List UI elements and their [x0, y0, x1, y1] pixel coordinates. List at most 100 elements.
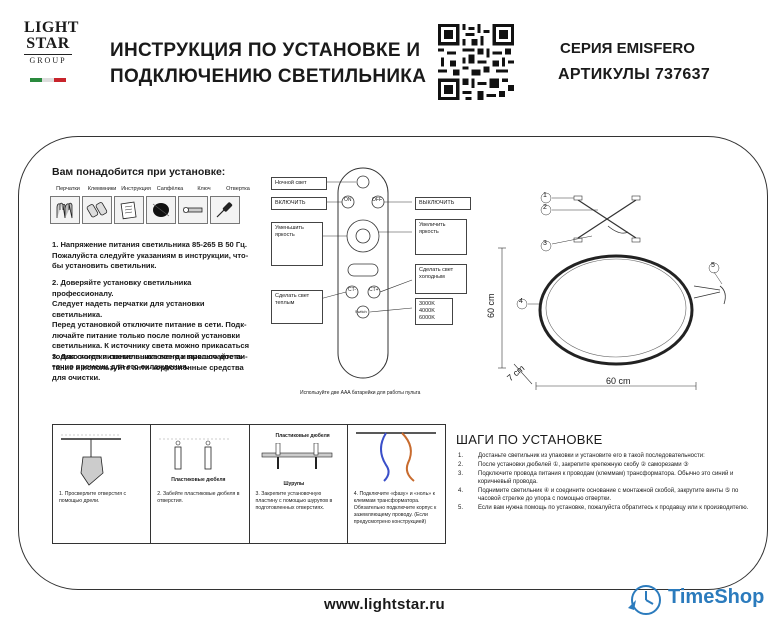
- instruction-line: Следует надеть перчатки для установки св…: [52, 299, 205, 319]
- step-2-cell: Пластиковые дюбеля 2. Забейте пластиковы…: [151, 425, 250, 543]
- btn-switch-text: Switch: [355, 309, 367, 314]
- label-dim-up: Увеличить яркость: [415, 219, 467, 255]
- lightstar-logo: LIGHT STAR GROUP: [24, 19, 79, 90]
- step-3-text: 3. Закрепите установочную пластину с пом…: [255, 491, 333, 511]
- tool-label: Клеммники: [87, 186, 117, 192]
- label-cold-light: Сделать свет холодным: [415, 264, 467, 294]
- step-number: 2.: [458, 462, 464, 468]
- callout-3: 3: [543, 240, 547, 247]
- step-number: 4.: [458, 488, 464, 494]
- gloves-icon: [50, 196, 80, 224]
- instruction-line: Пожалуйста следуйте указаниям в инструкц…: [52, 250, 249, 260]
- instruction-line: для очистки.: [52, 373, 101, 382]
- callout-2: 2: [543, 204, 547, 211]
- logo-line-1: LIGHT: [24, 19, 79, 36]
- series-label: СЕРИЯ EMISFERO: [560, 40, 695, 57]
- instruction-3: 3. Для очистки светильника всегда выключ…: [52, 352, 252, 384]
- btn-off-text: OFF: [372, 197, 382, 203]
- instruction-line: тание и используйте анти-коррозионные ср…: [52, 362, 244, 372]
- btn-ct-plus-text: CT+: [369, 287, 379, 293]
- step-3-label: Пластиковые дюбеля: [275, 433, 330, 439]
- temp-value: 6000K: [419, 315, 435, 321]
- list-item: 2. После установки дюбелей ①, закрепите к…: [458, 461, 758, 469]
- instruction-line: Перед установкой отключите питание в сет…: [52, 320, 247, 329]
- website-link[interactable]: www.lightstar.ru: [324, 596, 445, 613]
- dimension-width: 60 cm: [606, 376, 631, 386]
- step-2-text: 2. Забейте пластиковые дюбеля в отверсти…: [157, 491, 240, 504]
- instruction-line: только когда питание выключено и прошло …: [52, 351, 244, 361]
- tool-label: Инструкция: [121, 186, 151, 192]
- tool-icons: [50, 196, 240, 224]
- brush-icon: [146, 196, 176, 224]
- installation-steps-panel: 1. Просверлите отверстия с помощью дрели…: [52, 424, 446, 544]
- list-item: 1. Достаньте светильник из упаковки и уст…: [458, 452, 758, 460]
- title-line-1: ИНСТРУКЦИЯ ПО УСТАНОВКЕ И: [110, 40, 421, 61]
- step-4-cell: 4. Подключите «фазу» и «ноль» к клеммам …: [348, 425, 445, 543]
- instruction-1: 1. Напряжение питания светильника 85-265…: [52, 240, 252, 272]
- instruction-line: точно времени для его охлаждения.: [52, 362, 189, 371]
- install-steps-heading: ШАГИ ПО УСТАНОВКЕ: [456, 432, 603, 447]
- wrench-icon: [178, 196, 208, 224]
- clock-icon: [628, 585, 661, 615]
- step-3-label-screws: Шурупы: [283, 481, 305, 487]
- instruction-line: 1. Напряжение питания светильника 85-265…: [52, 240, 247, 249]
- tool-labels: Перчатки Клеммники Инструкция Сапфёлка К…: [52, 186, 254, 192]
- step-text: Достаньте светильник из упаковки и устан…: [478, 453, 705, 459]
- timeshop-brand[interactable]: TimeShop: [668, 586, 765, 608]
- install-steps-list: 1. Достаньте светильник из упаковки и уст…: [458, 452, 758, 513]
- step-1-cell: 1. Просверлите отверстия с помощью дрели…: [53, 425, 152, 543]
- label-warm-light: Сделать свет теплым: [271, 290, 323, 324]
- step-text: Если вам нужна помощь по установке, пожа…: [478, 505, 749, 511]
- step-number: 5.: [458, 505, 464, 511]
- btn-ct-minus-text: CT-: [348, 287, 357, 293]
- instruction-line: 3. Для очистки светильника всегда выключ…: [52, 352, 248, 361]
- label-turn-on: ВКЛЮЧИТЬ: [271, 197, 327, 210]
- dimension-height: 60 cm: [486, 293, 496, 318]
- page-title: ИНСТРУКЦИЯ ПО УСТАНОВКЕ И ПОДКЛЮЧЕНИЮ СВ…: [110, 38, 426, 90]
- logo-line-2: STAR: [26, 35, 70, 52]
- list-item: 5. Если вам нужна помощь по установке, по…: [458, 504, 758, 512]
- terminal-block-icon: [82, 196, 112, 224]
- label-temperatures: 3000K 4000K 6000K: [415, 298, 453, 325]
- step-number: 1.: [458, 453, 464, 459]
- label-night-light: Ночной свет: [271, 177, 327, 190]
- btn-on-text: ON: [344, 197, 352, 203]
- step-number: 3.: [458, 471, 464, 477]
- title-line-2: ПОДКЛЮЧЕНИЮ СВЕТИЛЬНИКА: [110, 66, 427, 87]
- tools-heading: Вам понадобится при установке:: [52, 166, 226, 178]
- callout-4: 4: [519, 298, 523, 305]
- list-item: 3. Подключите провода питания к проводам …: [458, 470, 758, 486]
- instruction-line: светильника. К источнику света можно при…: [52, 341, 250, 350]
- temp-value: 4000K: [419, 308, 435, 314]
- content-frame: [18, 136, 768, 590]
- step-3-cell: Пластиковые дюбеля Шурупы 3. Закрепите у…: [250, 425, 348, 543]
- screwdriver-icon: [210, 196, 240, 224]
- step-text: Подключите провода питания к проводам (к…: [478, 471, 734, 485]
- tool-label: Ключ: [197, 186, 211, 192]
- label-turn-off: ВЫКЛЮЧИТЬ: [415, 197, 471, 210]
- battery-note: Используйте две AAA батарейки для работы…: [300, 390, 421, 396]
- logo-line-3: GROUP: [24, 54, 72, 65]
- installation-diagram: [498, 192, 726, 390]
- qr-code-icon[interactable]: [438, 24, 514, 100]
- article-label: АРТИКУЛЫ 737637: [558, 66, 711, 83]
- callout-5: 5: [711, 262, 715, 269]
- instruction-line: бы установить светильник.: [52, 261, 157, 270]
- remote-diagram: [315, 167, 413, 379]
- step-text: После установки дюбелей ①, закрепите кре…: [478, 462, 689, 468]
- list-item: 4. Поднимите светильник ④ и соедините осн…: [458, 487, 758, 503]
- italian-flag-icon: [30, 78, 66, 82]
- manual-icon: [114, 196, 144, 224]
- callout-1: 1: [543, 192, 547, 199]
- tool-label: Сапфёлка: [156, 186, 184, 192]
- instruction-line: 2. Доверяйте установку светильника профе…: [52, 278, 192, 298]
- step-text: Поднимите светильник ④ и соедините основ…: [478, 488, 739, 502]
- instruction-line: лючайте питание только после полной уста…: [52, 330, 240, 340]
- tool-label: Отвертка: [226, 186, 250, 192]
- label-dim-down: Уменьшить яркость: [271, 222, 323, 266]
- temp-value: 3000K: [419, 301, 435, 307]
- step-2-label: Пластиковые дюбеля: [171, 477, 226, 483]
- step-1-text: 1. Просверлите отверстия с помощью дрели…: [59, 491, 127, 504]
- tool-label: Перчатки: [56, 186, 80, 192]
- instruction-2: 2. Доверяйте установку светильника профе…: [52, 278, 252, 373]
